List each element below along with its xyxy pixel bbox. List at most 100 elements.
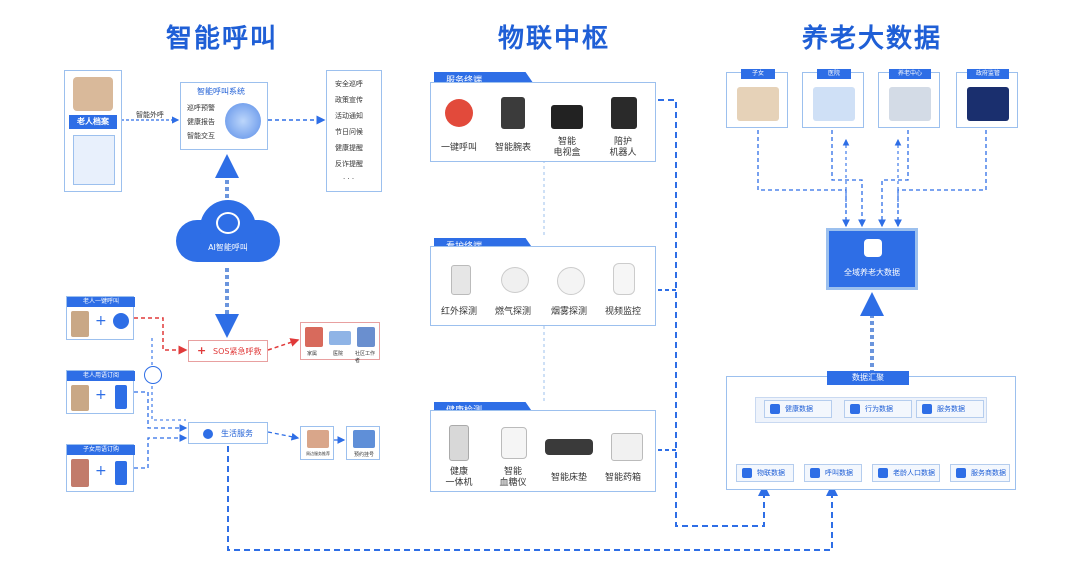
bind-row-label: 子女用语订购	[67, 445, 135, 455]
chip-label: 物联数据	[757, 469, 785, 477]
sos-target-label: 社区工作者	[355, 351, 376, 364]
device-label: 智能 电视盒	[553, 137, 581, 158]
community-worker-icon	[357, 327, 375, 347]
chip-iot-data: 物联数据	[736, 464, 794, 482]
consumer-children: 子女	[726, 69, 788, 128]
headset-icon	[216, 212, 240, 234]
call-data-icon	[810, 468, 820, 478]
bind-row-one-key-call: 老人一键呼叫 +	[66, 296, 135, 340]
elderly-icon	[71, 311, 89, 337]
sos-label: SOS紧急呼救	[213, 347, 262, 356]
chip-elderly-population-data: 老龄人口数据	[872, 464, 940, 482]
bind-row-elder-subscribe: 老人用语订阅 +	[66, 370, 135, 414]
family-icon	[737, 87, 779, 121]
life-services-box: 生活服务	[188, 422, 268, 444]
hospital-booking-icon	[353, 430, 375, 448]
infrared-sensor-icon	[451, 265, 471, 295]
plus-icon: +	[95, 387, 107, 403]
smart-mattress-icon	[545, 439, 593, 455]
plus-icon: +	[95, 313, 107, 329]
consumer-label: 养老中心	[889, 69, 931, 79]
device-label: 一键呼叫	[440, 143, 477, 153]
hub-title: 数据汇聚	[827, 371, 909, 385]
bigdata-center: 全域养老大数据	[826, 228, 918, 290]
heart-hand-icon	[203, 429, 213, 439]
smart-outbound-label: 智能外呼	[136, 111, 164, 119]
provider-data-icon	[956, 468, 966, 478]
health-data-icon	[770, 404, 780, 414]
medicine-box-icon	[611, 433, 643, 461]
consumer-care-center: 养老中心	[878, 69, 940, 128]
service-recommend-icon	[307, 430, 329, 448]
group-service-terminals: 一键呼叫 智能腕表 智能 电视盒 陪护 机器人	[430, 82, 656, 162]
consumer-label: 医院	[817, 69, 851, 79]
document-icon	[73, 135, 115, 185]
family-icon	[305, 327, 323, 347]
care-center-building-icon	[889, 87, 931, 121]
archive-label: 老人档案	[69, 115, 117, 129]
operator-icon	[144, 366, 162, 384]
service-item: 节日问候	[335, 128, 363, 136]
device-label: 智能药箱	[604, 473, 641, 483]
service-item: 活动通知	[335, 112, 363, 120]
health-kiosk-icon	[449, 425, 469, 461]
device-label: 视频监控	[604, 307, 641, 317]
consumer-hospital: 医院	[802, 69, 864, 128]
sos-target-label: 医院	[333, 351, 344, 357]
smart-call-system-card: 智能呼叫系统 巡呼预警 健康报告 智能交互	[180, 82, 268, 150]
system-item: 健康报告	[187, 118, 215, 126]
chip-label: 老龄人口数据	[893, 469, 935, 477]
tv-box-icon	[551, 105, 583, 129]
chip-label: 服务数据	[937, 405, 965, 413]
ai-head-icon	[225, 103, 261, 139]
service-item: 政策宣传	[335, 96, 363, 104]
bind-row-label: 老人用语订阅	[67, 371, 135, 381]
device-label: 智能床垫	[550, 473, 587, 483]
device-label: 陪护 机器人	[609, 137, 637, 158]
nearby-service-card: 周边服务推荐	[300, 426, 334, 460]
chip-label: 呼叫数据	[825, 469, 853, 477]
phone-icon	[115, 461, 127, 485]
camera-icon	[613, 263, 635, 295]
call-services-list: 安全巡呼 政策宣传 活动通知 节日问候 健康提醒 反诈提醒 · · ·	[326, 70, 382, 192]
elderly-icon	[71, 385, 89, 411]
iot-data-icon	[742, 468, 752, 478]
consumer-government: 政府监管	[956, 69, 1018, 128]
hospital-building-icon	[813, 87, 855, 121]
elder-archive-card: 老人档案	[64, 70, 122, 192]
medical-cross-icon: +	[197, 344, 207, 357]
device-label: 燃气探测	[494, 307, 531, 317]
chip-health-data: 健康数据	[764, 400, 832, 418]
bind-row-label: 老人一键呼叫	[67, 297, 135, 307]
life-target-label: 周边服务推荐	[306, 451, 330, 456]
ambulance-icon	[329, 331, 351, 345]
consumer-label: 子女	[741, 69, 775, 79]
behavior-data-icon	[850, 404, 860, 414]
chip-label: 服务商数据	[971, 469, 1006, 477]
appointment-card: 预约挂号	[346, 426, 380, 460]
sos-box: + SOS紧急呼救	[188, 340, 268, 362]
consumer-label: 政府监管	[967, 69, 1009, 79]
elderly-population-icon	[878, 468, 888, 478]
device-label: 红外探测	[440, 307, 477, 317]
sos-targets-box: 家属 医院 社区工作者	[300, 322, 380, 364]
title-elderly-bigdata: 养老大数据	[802, 24, 943, 54]
companion-robot-icon	[611, 97, 637, 129]
sos-target-label: 家属	[307, 351, 318, 357]
gas-detector-icon	[501, 267, 529, 293]
chip-label: 健康数据	[785, 405, 813, 413]
device-label: 烟雾探测	[550, 307, 587, 317]
system-item: 巡呼预警	[187, 104, 215, 112]
elderly-couple-icon	[73, 77, 113, 111]
family-icon	[71, 459, 89, 487]
chip-call-data: 呼叫数据	[804, 464, 862, 482]
ai-call-cloud: AI智能呼叫	[176, 198, 280, 264]
dashboard-icon	[967, 87, 1009, 121]
service-item: 安全巡呼	[335, 80, 363, 88]
chip-label: 行为数据	[865, 405, 893, 413]
chip-behavior-data: 行为数据	[844, 400, 912, 418]
smoke-detector-icon	[557, 267, 585, 295]
device-label: 健康 一体机	[445, 467, 473, 488]
bind-row-child-subscribe: 子女用语订购 +	[66, 444, 135, 492]
